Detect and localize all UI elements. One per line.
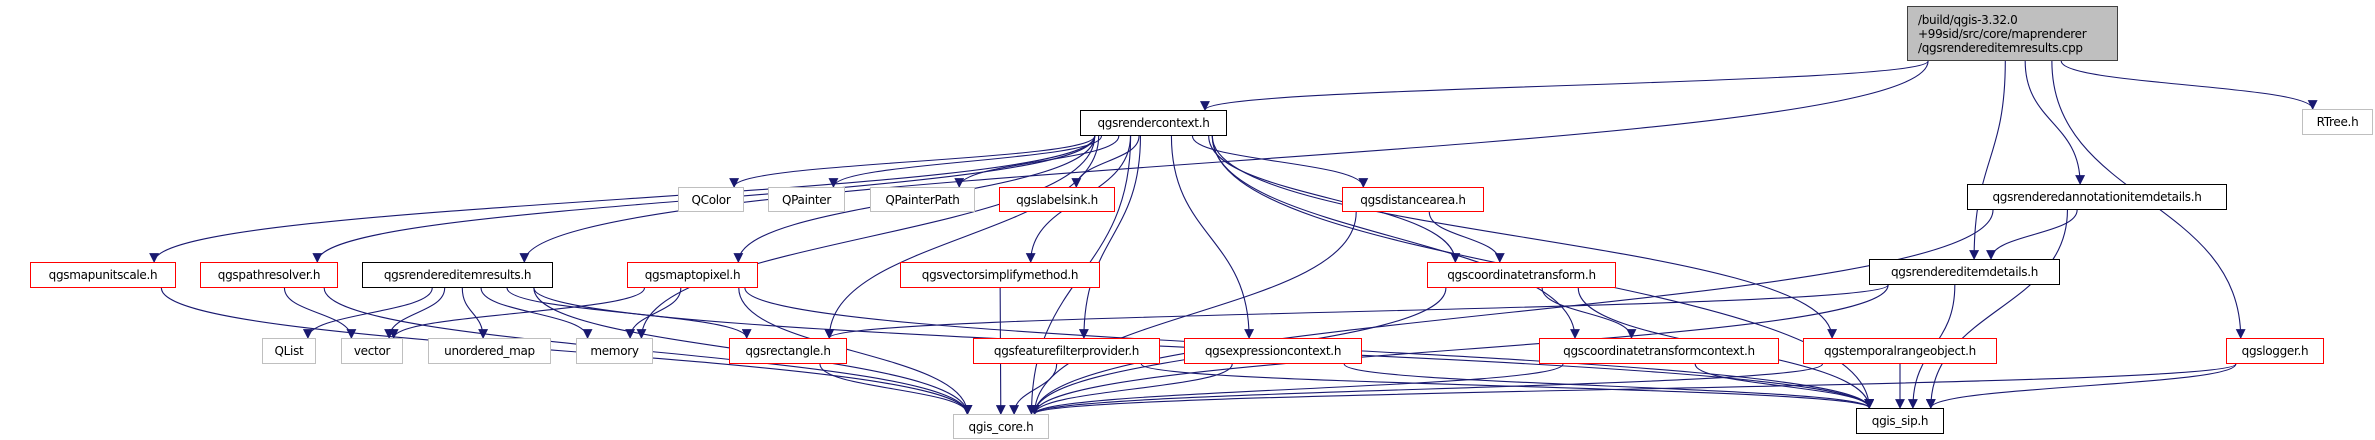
node-label: QPainterPath (885, 192, 960, 207)
node-itemdetails[interactable]: qgsrendereditemdetails.h (1869, 259, 2060, 285)
node-label: qgspathresolver.h (217, 268, 321, 282)
node-label: qgsrendereditemdetails.h (1890, 265, 2039, 279)
edge-logger-to-qgis_sip (1925, 363, 2237, 409)
edge-itemresults-to-qlist (302, 287, 433, 339)
edge-featurefilter-to-qgis_core (1009, 363, 1058, 415)
edge-rendercontext-to-temporal (1211, 135, 1837, 339)
node-label: qgsvectorsimplifymethod.h (921, 268, 1079, 282)
edge-temporal-to-qgis_core (1029, 363, 1823, 415)
node-label: qgsexpressioncontext.h (1204, 344, 1342, 358)
node-coordtransform[interactable]: qgscoordinatetransform.h (1427, 262, 1616, 288)
node-maptopixel[interactable]: qgsmaptopixel.h (627, 262, 758, 288)
node-label: qgsmapunitscale.h (48, 268, 158, 282)
edge-coordtransformcontext-to-qgis_core (1029, 363, 1564, 415)
edge-rendercontext-to-featurefilter (1078, 135, 1141, 339)
edge-pathresolver-to-vector (283, 287, 357, 339)
node-mapunitscale[interactable]: qgsmapunitscale.h (30, 262, 176, 288)
edge-root-to-annot (2024, 60, 2086, 185)
edge-distancearea-to-coordtransform (1428, 211, 1505, 263)
node-vector: vector (341, 338, 403, 364)
node-label: /build/qgis-3.32.0 +99sid/src/core/mapre… (1918, 12, 2087, 55)
edge-itemresults-to-unordered_map (461, 287, 489, 339)
edge-rendercontext-to-qpainterpath (954, 135, 1120, 188)
edge-annot-to-itemdetails (1986, 209, 2078, 260)
node-coordtransformcontext[interactable]: qgscoordinatetransformcontext.h (1539, 338, 1779, 364)
edge-itemdetails-to-qgis_core (1029, 284, 1889, 415)
node-annot[interactable]: qgsrenderedannotationitemdetails.h (1967, 184, 2227, 210)
node-label: unordered_map (444, 344, 535, 358)
node-featurefilter[interactable]: qgsfeaturefilterprovider.h (973, 338, 1160, 364)
edge-rendercontext-to-distancearea (1191, 135, 1369, 188)
edge-root-to-itemresults (519, 60, 1929, 263)
edge-maptopixel-to-memory (625, 287, 682, 339)
edge-rendercontext-to-qcolor (729, 135, 1096, 188)
node-label: qgsrendereditemresults.h (383, 268, 532, 282)
edge-logger-to-qgis_core (1030, 363, 2237, 415)
node-labelsink[interactable]: qgslabelsink.h (999, 187, 1115, 212)
edge-rendercontext-to-memory (636, 135, 1096, 339)
edge-maptopixel-to-qgis_core (738, 287, 973, 415)
node-logger[interactable]: qgslogger.h (2226, 338, 2324, 364)
node-label: qgsfeaturefilterprovider.h (993, 344, 1140, 358)
node-qgis-sip[interactable]: qgis_sip.h (1856, 408, 1944, 434)
node-rectangle[interactable]: qgsrectangle.h (729, 338, 847, 364)
node-temporal[interactable]: qgstemporalrangeobject.h (1803, 338, 1997, 364)
node-qpainterpath: QPainterPath (870, 187, 975, 212)
node-label: qgsrectangle.h (745, 344, 831, 358)
edge-annot-to-qgis_core (1029, 209, 1994, 415)
node-label: QColor (691, 192, 731, 207)
node-vectorsimplify[interactable]: qgsvectorsimplifymethod.h (900, 262, 1100, 288)
edge-root-to-rendercontext (1200, 60, 1929, 111)
node-label: vector (353, 344, 391, 358)
edge-rendercontext-to-rectangle (824, 135, 1100, 339)
node-qpainter: QPainter (768, 187, 845, 212)
node-label: QList (274, 344, 304, 358)
edge-mapunitscale-to-qgis_core (160, 287, 973, 415)
edge-itemresults-to-memory (480, 287, 593, 339)
edge-annot-to-qgis_sip (1925, 209, 2068, 409)
edge-rendercontext-to-coordtransform (1208, 135, 1461, 263)
edge-rendercontext-to-coordtransformcontext (1211, 135, 1580, 339)
node-label: qgsrenderedannotationitemdetails.h (1992, 190, 2202, 204)
node-memory: memory (576, 338, 653, 364)
node-distancearea[interactable]: qgsdistancearea.h (1342, 187, 1484, 212)
edge-rendercontext-to-qpainter (828, 135, 1102, 188)
node-root[interactable]: /build/qgis-3.32.0 +99sid/src/core/mapre… (1907, 6, 2118, 61)
node-qcolor: QColor (678, 187, 744, 212)
node-qgis-core: qgis_core.h (953, 414, 1049, 439)
node-expressioncontext[interactable]: qgsexpressioncontext.h (1184, 338, 1362, 364)
node-rendercontext[interactable]: qgsrendercontext.h (1080, 110, 1227, 136)
node-label: qgslabelsink.h (1016, 192, 1098, 207)
node-unordered-map: unordered_map (428, 338, 551, 364)
edge-rectangle-to-qgis_core (819, 363, 973, 415)
node-label: RTree.h (2316, 115, 2359, 129)
node-itemresults[interactable]: qgsrendereditemresults.h (362, 262, 553, 288)
node-label: qgscoordinatetransformcontext.h (1563, 344, 1755, 358)
node-label: qgstemporalrangeobject.h (1824, 344, 1976, 358)
edge-rendercontext-to-expressioncontext (1170, 135, 1255, 339)
node-label: memory (590, 344, 639, 358)
node-label: qgsdistancearea.h (1360, 192, 1466, 207)
node-label: qgsmaptopixel.h (644, 268, 741, 282)
edge-itemdetails-to-rectangle (824, 284, 1889, 339)
edge-root-to-rtree (2060, 60, 2318, 110)
node-label: qgscoordinatetransform.h (1447, 268, 1596, 282)
node-label: qgslogger.h (2241, 344, 2309, 358)
node-pathresolver[interactable]: qgspathresolver.h (200, 262, 338, 288)
edge-expressioncontext-to-qgis_core (1029, 363, 1233, 415)
node-label: qgis_core.h (968, 419, 1034, 434)
edge-itemresults-to-vector (384, 287, 446, 339)
node-qlist: QList (262, 338, 316, 364)
node-label: qgis_sip.h (1871, 414, 1929, 428)
node-rtree: RTree.h (2302, 109, 2373, 135)
edge-root-to-itemdetails (1969, 60, 2006, 260)
edge-rendercontext-to-mapunitscale (149, 135, 1096, 263)
edge-maptopixel-to-vector (388, 287, 645, 339)
node-label: qgsrendercontext.h (1097, 116, 1210, 130)
edge-coordtransform-to-coordtransformcontext (1541, 287, 1637, 339)
edge-expressioncontext-to-qgis_sip (1343, 363, 1874, 409)
node-label: QPainter (781, 192, 832, 207)
